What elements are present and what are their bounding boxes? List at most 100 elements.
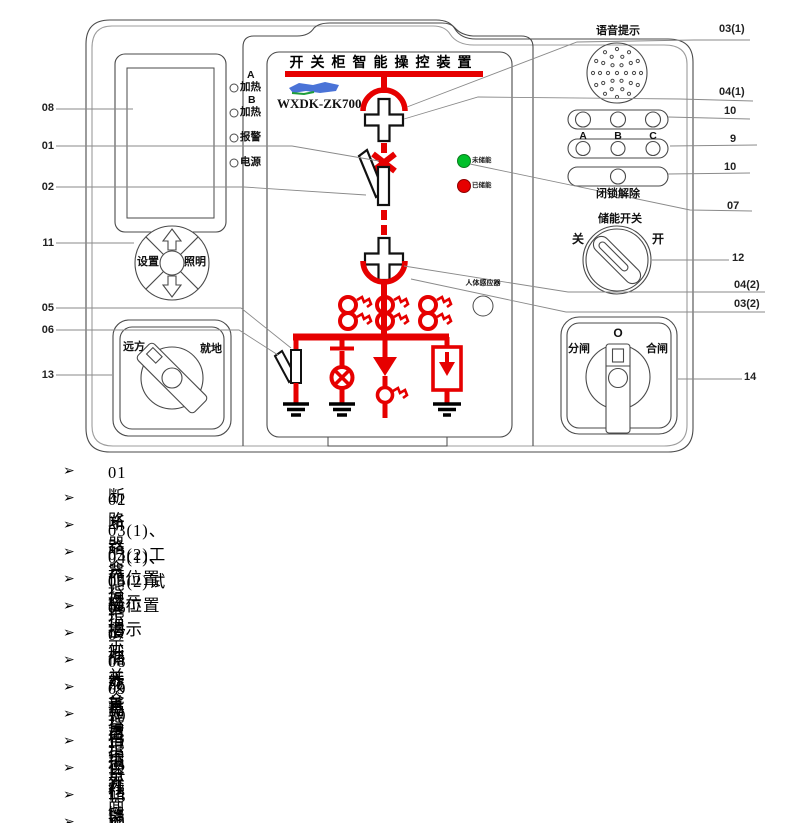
legend-text: 10指示灯 (108, 706, 127, 797)
speaker-label: 语音提示 (596, 25, 640, 37)
legend-bullet-icon: ➢ (63, 545, 75, 560)
legend-text: 09验电插孔 (108, 679, 127, 794)
lamp-c (644, 111, 662, 128)
legend-text: 12储能旋钮 (108, 760, 127, 823)
callout-9: 9 (730, 133, 737, 145)
callout-10a: 10 (724, 105, 737, 117)
legend-bullet-icon: ➢ (63, 599, 75, 614)
legend-text: 05接地开关合指示 (108, 571, 127, 758)
heater-b-label: 加热 (240, 106, 261, 118)
callout-lines (56, 39, 765, 380)
legend-bullet-icon: ➢ (63, 788, 75, 803)
speaker (586, 42, 648, 104)
power-led (229, 158, 239, 168)
lamp-b (609, 111, 627, 128)
callout-03-2: 03(2) (734, 298, 760, 310)
arrow-down-icon[interactable] (161, 275, 183, 298)
legend-bullet-icon: ➢ (63, 626, 75, 641)
test-jack-a[interactable] (575, 140, 591, 157)
brand-logo (289, 82, 339, 96)
heater-a-prefix: A (247, 69, 255, 81)
breaker-closed-indicator (371, 151, 397, 174)
callout-06: 06 (41, 324, 54, 336)
mimic-diagram (273, 71, 494, 418)
interlock-release-button[interactable] (609, 168, 627, 185)
ground-symbol (329, 402, 355, 417)
feeder-branch (373, 337, 409, 418)
legend-bullet-icon: ➢ (63, 491, 75, 506)
legend-bullet-icon: ➢ (63, 572, 75, 587)
charge-switch-title: 储能开关 (598, 213, 642, 225)
legend-bullet-icon: ➢ (63, 653, 75, 668)
callout-08: 08 (41, 102, 54, 114)
charge-switch-knob[interactable] (582, 225, 652, 295)
callout-01: 01 (41, 140, 54, 152)
open-close-knob-handle[interactable] (605, 343, 631, 434)
busbar (285, 71, 483, 77)
test-position-cross-top (363, 97, 405, 143)
open-close-o-label: O (613, 326, 623, 340)
device-title: 开关柜智能操控装置 (289, 54, 479, 70)
ground-symbol (283, 402, 309, 417)
legend-text: 14分/合闸转换开关 (108, 814, 131, 823)
open-close-switch[interactable] (560, 316, 678, 435)
earthing-switch-branch (273, 337, 309, 417)
close-label: 合闸 (646, 343, 668, 355)
arrow-up-icon[interactable] (161, 228, 183, 251)
breaker-open-indicator (357, 148, 391, 207)
panel-bottom-tab (327, 436, 448, 447)
uncharged-label: 未储能 (472, 157, 492, 164)
phase-c-label: C (649, 130, 657, 142)
uncharged-led (457, 154, 471, 168)
voltage-lamp-branch (329, 337, 355, 417)
callout-11: 11 (42, 237, 54, 249)
lamp-a (574, 111, 592, 128)
callout-03-1: 03(1) (719, 23, 745, 35)
legend-text: 01断路器合指示 (108, 463, 127, 626)
callout-04-2: 04(2) (734, 279, 760, 291)
legend-text: 03(1)、03(2)工作位置指示 (108, 521, 167, 612)
phase-b-label: B (614, 130, 622, 142)
charge-off-label: 关 (572, 232, 585, 246)
charged-led (457, 179, 471, 193)
keypad-settings-button[interactable]: 设置 (137, 256, 159, 268)
callout-04-1: 04(1) (719, 86, 745, 98)
remote-local-knob-handle[interactable] (136, 342, 209, 415)
status-led-holes (229, 83, 239, 168)
charge-on-label: 开 (652, 232, 665, 246)
legend-bullet-icon: ➢ (63, 815, 75, 823)
operation-keypad[interactable] (134, 225, 210, 301)
legend-bullet-icon: ➢ (63, 734, 75, 749)
heater-a-label: 加热 (240, 81, 261, 93)
legend-bullet-icon: ➢ (63, 680, 75, 695)
alarm-label: 报警 (240, 131, 261, 143)
keypad-light-button[interactable]: 照明 (184, 256, 206, 268)
test-jack-b[interactable] (610, 140, 626, 157)
remote-local-switch[interactable] (112, 319, 232, 437)
arrester-branch (431, 337, 463, 417)
power-label: 电源 (240, 156, 261, 168)
model-number: WXDK-ZK700 (277, 96, 362, 111)
legend-text: 02断路器分指示 (108, 490, 127, 653)
callout-10b: 10 (724, 161, 737, 173)
callout-05: 05 (41, 302, 54, 314)
work-position-arc-top (360, 87, 408, 112)
lcd-screen (114, 53, 227, 233)
legend-text: 13远方/就地转换开关 (108, 787, 127, 823)
legend-text: 04(1)、04(2)试验位置指示 (108, 548, 167, 639)
heater-b-led (229, 108, 239, 118)
legend-bullet-icon: ➢ (63, 464, 75, 479)
legend-text: 06接地开关分指示 (108, 598, 127, 785)
legend-text: 08液晶显示界面 (108, 652, 127, 815)
callout-02: 02 (41, 181, 54, 193)
legend-bullet-icon: ➢ (63, 761, 75, 776)
charge-knob-handle[interactable] (590, 233, 644, 287)
legend-text: 07储能指示 (108, 625, 127, 740)
test-jack-c[interactable] (645, 140, 661, 157)
callout-13: 13 (41, 369, 54, 381)
alarm-led (229, 133, 239, 143)
ground-symbol (433, 402, 461, 417)
heater-b-prefix: B (248, 94, 256, 106)
